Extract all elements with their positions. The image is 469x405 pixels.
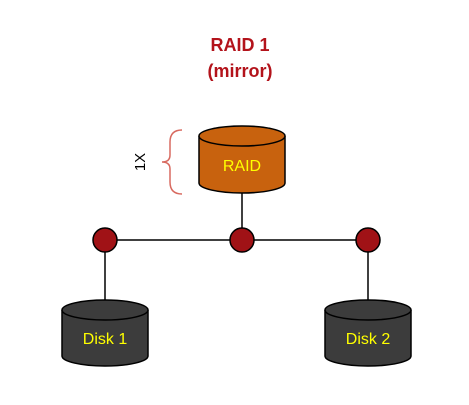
- raid-cylinder-top: [198, 125, 286, 147]
- disk-2-cylinder-body: [324, 310, 412, 367]
- raid-volume: RAID: [198, 125, 286, 194]
- disk-1-label: Disk 1: [83, 331, 128, 348]
- disk-1: Disk 1: [61, 299, 149, 367]
- disk-2-label: Disk 2: [346, 331, 391, 348]
- node-left: [92, 227, 118, 253]
- diagram-subtitle: (mirror): [207, 61, 272, 81]
- disk-2-cylinder-top: [324, 299, 412, 321]
- raid-label: RAID: [223, 158, 261, 175]
- disk-1-cylinder-top: [61, 299, 149, 321]
- node-center: [229, 227, 255, 253]
- disk-2: Disk 2: [324, 299, 412, 367]
- multiplier-brace: [161, 129, 183, 195]
- multiplier-label: 1X: [132, 153, 149, 171]
- diagram-title: RAID 1: [210, 35, 269, 55]
- disk-1-cylinder-body: [61, 310, 149, 367]
- raid-cylinder-body: [198, 136, 286, 194]
- node-right: [355, 227, 381, 253]
- junction-nodes: [92, 227, 381, 253]
